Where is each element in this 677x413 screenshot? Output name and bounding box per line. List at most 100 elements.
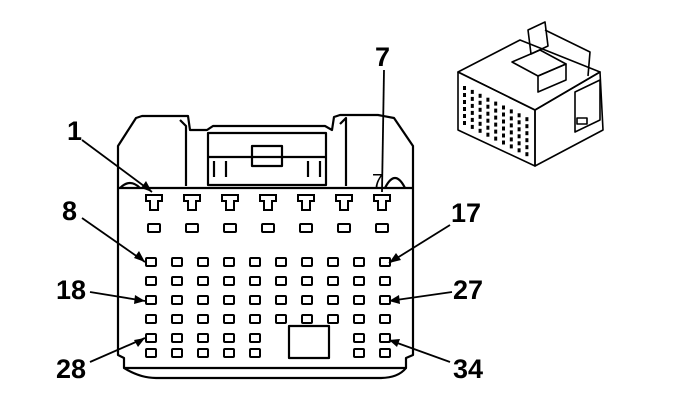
pin-cavity [145, 295, 157, 305]
pin-cavity [327, 295, 339, 305]
inset-cavity [517, 127, 521, 132]
pin-cavity [327, 276, 339, 286]
pin-label-17: 17 [451, 198, 481, 228]
terminal-cavity [337, 223, 351, 233]
inset-side-rail [574, 79, 601, 133]
pin-cavity [223, 333, 235, 343]
pin-cavity [327, 257, 339, 267]
pin-cavity [197, 295, 209, 305]
inset-cavity [478, 107, 482, 112]
pin-cavity [301, 295, 313, 305]
pin-cavity [275, 314, 287, 324]
inset-cavity [463, 107, 466, 111]
pin-cavity [379, 333, 391, 343]
pin-cavity [353, 314, 365, 324]
pin-cavity [223, 276, 235, 286]
inset-cavity [517, 134, 521, 139]
inset-cavity [470, 117, 474, 122]
inset-cavity [494, 115, 498, 120]
inset-side-slot [576, 117, 588, 125]
leader-line-7 [381, 69, 385, 193]
pin-cavity [249, 295, 261, 305]
pin-cavity [249, 314, 261, 324]
inset-cavity [525, 152, 529, 157]
arrowhead [134, 295, 145, 304]
inset-cavity [502, 105, 505, 110]
inset-cavity [525, 117, 529, 122]
pin-label-7-top: 7 [375, 42, 390, 72]
inset-cavity [486, 104, 490, 109]
pin-cavity [223, 295, 235, 305]
pin-cavity [171, 333, 183, 343]
pin-cavity [197, 333, 209, 343]
pin-cavity [249, 333, 261, 343]
inset-cavity [517, 120, 521, 125]
terminal-cavity [299, 223, 313, 233]
connector-perspective-inset [457, 21, 604, 167]
inset-cavity [525, 131, 529, 136]
pin-cavity [379, 257, 391, 267]
pin-cavity [301, 276, 313, 286]
pin-cavity [171, 276, 183, 286]
inset-cavity [486, 118, 490, 123]
connector-housing-outline [116, 113, 415, 370]
inset-cavity [470, 103, 474, 108]
terminal-pin [259, 194, 277, 211]
lock-housing [206, 131, 328, 187]
pin-cavity [223, 348, 235, 358]
pin-cavity [171, 314, 183, 324]
pin-cavity [145, 257, 157, 267]
terminal-cavity [185, 223, 199, 233]
inset-cavity [502, 133, 505, 138]
inset-cavity [494, 129, 498, 134]
terminal-cavity [147, 223, 161, 233]
inset-cavity [486, 125, 490, 130]
inset-cavity [509, 137, 513, 142]
inset-latch [527, 21, 549, 55]
inset-cavity [470, 110, 474, 115]
pin-label-28: 28 [56, 354, 86, 384]
terminal-pin [297, 194, 315, 211]
inset-cavity [494, 136, 498, 141]
inset-cavity [463, 86, 466, 90]
inset-cavity [509, 123, 513, 128]
inset-cavity [509, 130, 513, 135]
connector-body [116, 113, 415, 380]
pin-cavity [275, 257, 287, 267]
inset-cavity [525, 145, 529, 150]
right-latch-tab [339, 116, 348, 186]
pin-cavity [171, 257, 183, 267]
terminal-cavity [223, 223, 237, 233]
pin-cavity [301, 257, 313, 267]
terminal-pin [335, 194, 353, 211]
pin-label-1: 1 [67, 116, 82, 146]
pin-cavity [145, 276, 157, 286]
pin-cavity [197, 314, 209, 324]
terminal-pin [221, 194, 239, 211]
inset-cavity [478, 93, 482, 98]
inset-cavity [486, 132, 490, 137]
inset-cavity [463, 121, 466, 125]
pin-cavity [353, 295, 365, 305]
terminal-cavity [261, 223, 275, 233]
pin-cavity [353, 276, 365, 286]
leader-lines [81, 69, 453, 363]
pin-label-18: 18 [56, 275, 86, 305]
inset-cavity [486, 111, 490, 116]
pin-cavity [145, 314, 157, 324]
terminal-pin [373, 194, 391, 211]
inset-cavity [502, 112, 505, 117]
pin-cavity [249, 276, 261, 286]
inset-cavity [502, 140, 505, 145]
terminal-cavity [375, 223, 389, 233]
inset-cavity [463, 114, 466, 118]
inset-lock-block [511, 49, 567, 77]
pin-cavity [353, 257, 365, 267]
inset-cavity [509, 109, 513, 114]
pin-cavity [197, 257, 209, 267]
pin-cavity [171, 348, 183, 358]
inset-cavity [502, 119, 505, 124]
inset-cavity [509, 144, 513, 149]
pin-cavity [171, 295, 183, 305]
arrowhead [141, 181, 152, 192]
